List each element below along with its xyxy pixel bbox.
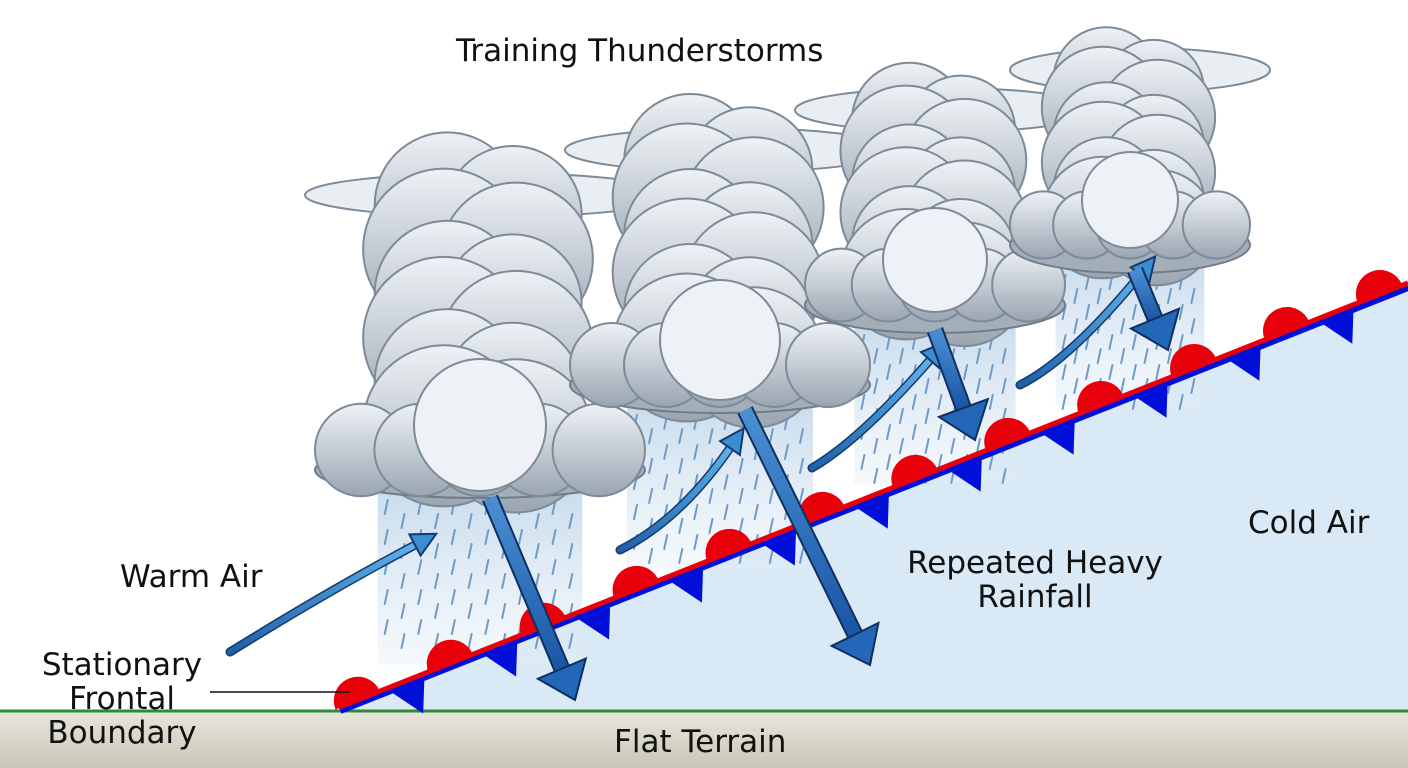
heavy-rainfall-arrow bbox=[1127, 266, 1181, 352]
warm-air-inflow-arrow bbox=[225, 532, 439, 657]
rainfall-label-line1: Repeated Heavy bbox=[907, 545, 1163, 581]
thunderstorm-cloud bbox=[564, 93, 896, 429]
warm-front-semicircle bbox=[798, 491, 845, 525]
warm-front-semicircle bbox=[1170, 343, 1217, 377]
cold-front-triangle bbox=[390, 678, 425, 714]
stationary-front bbox=[333, 270, 1408, 714]
thunderstorm-cloud bbox=[1009, 26, 1271, 287]
warm-front-semicircle bbox=[984, 417, 1031, 451]
flat-terrain-label: Flat Terrain bbox=[614, 724, 787, 760]
warm-front-semicircle bbox=[1077, 380, 1124, 414]
cold-front-triangle bbox=[1227, 345, 1261, 381]
rainfall-label-line2: Rainfall bbox=[977, 579, 1093, 615]
rainfall-label: Repeated Heavy Rainfall bbox=[880, 546, 1190, 614]
front-label: Stationary Frontal Boundary bbox=[22, 648, 222, 750]
warm-front-semicircle bbox=[1263, 307, 1310, 340]
cold-front-triangle bbox=[576, 604, 611, 640]
front-label-line1: Stationary bbox=[41, 647, 203, 683]
cold-front-triangle bbox=[669, 567, 704, 603]
warm-front-semicircle bbox=[891, 454, 938, 488]
arrow-layer bbox=[225, 254, 1181, 702]
cold-front-triangle bbox=[1134, 382, 1168, 418]
heavy-rainfall-arrow bbox=[737, 406, 880, 667]
warm-front-semicircle bbox=[612, 565, 659, 599]
cold-front-triangle bbox=[948, 456, 982, 492]
warm-front-semicircle bbox=[333, 676, 381, 710]
cold-air-label: Cold Air bbox=[1248, 505, 1370, 541]
warm-front-semicircle bbox=[426, 639, 474, 673]
front-label-line2: Frontal bbox=[68, 681, 176, 717]
front-label-line3: Boundary bbox=[47, 715, 197, 751]
heavy-rainfall-arrow bbox=[927, 327, 990, 442]
cold-front-triangle bbox=[483, 641, 518, 677]
cold-front-triangle bbox=[762, 530, 797, 566]
heavy-rainfall-arrow bbox=[482, 494, 588, 702]
cold-front-triangle bbox=[855, 493, 889, 529]
warm-air-label: Warm Air bbox=[120, 559, 263, 595]
warm-air-inflow-arrow bbox=[615, 426, 745, 555]
thunderstorm-cloud bbox=[304, 131, 676, 514]
diagram-title: Training Thunderstorms bbox=[456, 33, 824, 69]
thunderstorm-cloud bbox=[794, 61, 1096, 348]
flat-terrain-ground bbox=[0, 711, 1408, 768]
cold-front-triangle bbox=[1320, 308, 1354, 344]
cold-front-triangle bbox=[1041, 419, 1075, 455]
storm-layer bbox=[304, 26, 1271, 514]
warm-front-semicircle bbox=[1355, 270, 1403, 303]
warm-front-semicircle bbox=[705, 528, 752, 562]
